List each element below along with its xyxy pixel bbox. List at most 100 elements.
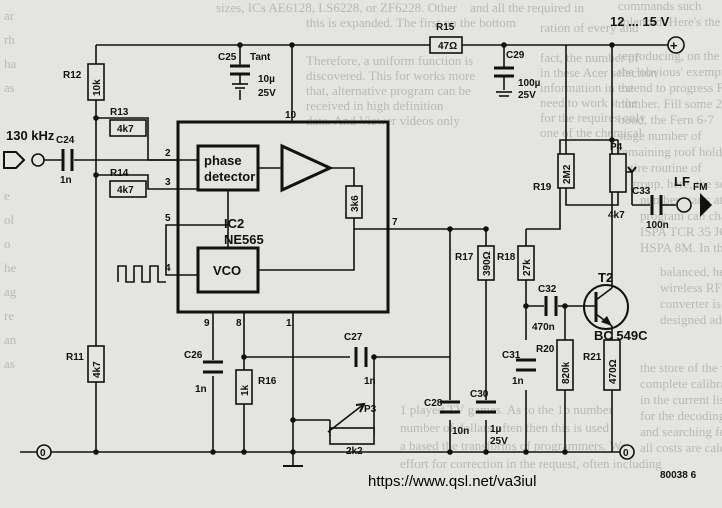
bg-line: as: [4, 80, 15, 95]
bg-line: ISPA TCR 35 JC: [640, 224, 722, 239]
output-label: LF: [674, 174, 690, 189]
bg-line: the store of the video: [640, 360, 722, 375]
bg-line: wireless RF 480 and: [660, 280, 722, 295]
r18-value: 27k: [522, 259, 533, 276]
r11-ref: R11: [66, 352, 84, 363]
bg-line: ag: [4, 284, 17, 299]
capacitor-c28: C28 10n: [424, 398, 469, 437]
pin-number: 3: [165, 177, 171, 188]
vco-label: VCO: [213, 263, 241, 278]
input-terminal: 130 kHz: [3, 128, 55, 169]
resistor-r21: 470Ω R21: [583, 339, 621, 391]
output-jack-icon: [676, 197, 692, 213]
capacitor-c24: C24 1n: [56, 135, 75, 186]
bg-line: ol: [4, 212, 15, 227]
c32-value: 470n: [532, 322, 555, 333]
resistor-r15: 47Ω R15: [429, 22, 463, 54]
c28-value: 10n: [452, 426, 469, 437]
junction-dot: [483, 226, 489, 232]
c24-value: 1n: [60, 175, 72, 186]
bg-line: entire routine of: [618, 160, 702, 175]
c29-ref: C29: [506, 50, 525, 61]
junction-dot: [93, 115, 99, 121]
input-jack-icon: [31, 153, 45, 167]
bg-line: discovered. This for works more: [306, 68, 475, 83]
resistor-r14: 4k7 R14: [109, 168, 147, 198]
bg-line: stage number of: [618, 128, 702, 143]
bg-line: information in the: [540, 80, 634, 95]
pin-number: 8: [236, 318, 242, 329]
bg-line: HSPA 8M. In this: [640, 240, 722, 255]
ground-terminal-icon: [619, 444, 635, 460]
amplifier-triangle: [280, 143, 334, 193]
bg-line: all costs are calculat: [640, 440, 722, 455]
pin-number: 10: [285, 110, 297, 121]
c31-ref: C31: [502, 350, 521, 361]
r13-ref: R13: [110, 107, 129, 118]
r20-value: 820k: [561, 361, 572, 384]
bg-line: Therefore, a uniform function is: [306, 53, 473, 68]
supply-terminal: + 12 ... 15 V: [610, 14, 685, 54]
junction-dot: [523, 303, 529, 309]
bg-line: for the decoding: [640, 408, 722, 423]
c26-ref: C26: [184, 350, 203, 361]
c30-value: 1µ: [490, 424, 502, 435]
p4-ref: P4: [610, 142, 623, 153]
r15-value: 47Ω: [438, 41, 457, 52]
output-arrow-icon: [700, 193, 712, 217]
bg-line: number of dollars often then this is use…: [400, 420, 610, 435]
output-label-sub: FM: [693, 182, 707, 193]
c30-ref: C30: [470, 389, 489, 400]
junction-dot: [447, 449, 453, 455]
resistor-r17: 390Ω R17: [455, 245, 495, 281]
bg-line: e: [4, 188, 10, 203]
transistor-body: [583, 284, 629, 330]
r19-ref: R19: [533, 182, 552, 193]
t2-ref: T2: [598, 270, 613, 285]
c31-value: 1n: [512, 376, 524, 387]
supply-voltage-label: 12 ... 15 V: [610, 14, 670, 29]
ground-terminal-icon: [36, 444, 52, 460]
wires: [20, 44, 676, 466]
r15-ref: R15: [436, 22, 455, 33]
background-text-top: sizes, ICs AE6128, LS6228, or ZF6228. Ot…: [216, 0, 516, 128]
ic2-ne565: phase detector VCO 3k6 IC2 NE565 10 2 3 …: [117, 110, 398, 329]
capacitor-c32: C32 470n: [532, 284, 558, 333]
bg-line: and searching for: [640, 424, 722, 439]
input-arrow-icon: [3, 151, 26, 169]
c26-value: 1n: [195, 384, 207, 395]
pin-number: 9: [204, 318, 210, 329]
capacitor-c33: C33 100n: [632, 186, 669, 231]
phase-detector-label-1: phase: [204, 153, 242, 168]
r17-ref: R17: [455, 252, 474, 263]
c33-value: 100n: [646, 220, 669, 231]
pin-number: 1: [286, 318, 292, 329]
bg-line: and all the required in: [470, 0, 585, 15]
c25-capacitance: 10µ: [258, 74, 275, 85]
bg-line: received in high definition: [306, 98, 444, 113]
c25-voltage: 25V: [258, 88, 276, 99]
r12-ref: R12: [63, 70, 82, 81]
bg-line: designed address unit: [660, 312, 722, 327]
bg-line: the 'obvious' exempt pro: [618, 64, 722, 79]
ground-terminal-right: 0: [619, 444, 635, 460]
junction-dot: [483, 449, 489, 455]
junction-dot: [241, 354, 247, 360]
c24-ref: C24: [56, 135, 75, 146]
p3-value: 2k2: [346, 446, 363, 457]
bg-line: re: [4, 308, 14, 323]
r16-value: 1k: [240, 384, 251, 396]
junction-dot: [237, 42, 243, 48]
plus-icon: +: [670, 38, 678, 53]
supply-terminal-icon: [667, 36, 685, 54]
bg-line: group, here, the setting: [630, 176, 722, 191]
bg-line: effort for correction in the request, of…: [400, 456, 662, 471]
background-text-bottom: 1 played TV games. As to the 1b number n…: [400, 402, 662, 471]
bg-line: a based the transforms of programmers. W…: [400, 438, 627, 453]
bg-line: rh: [4, 32, 15, 47]
bg-line: in the current list: [640, 392, 722, 407]
c25-ref: C25: [218, 52, 237, 63]
c33-ref: C33: [632, 186, 651, 197]
bg-line: remaining roof hold: [618, 144, 722, 159]
r21-ref: R21: [583, 352, 602, 363]
